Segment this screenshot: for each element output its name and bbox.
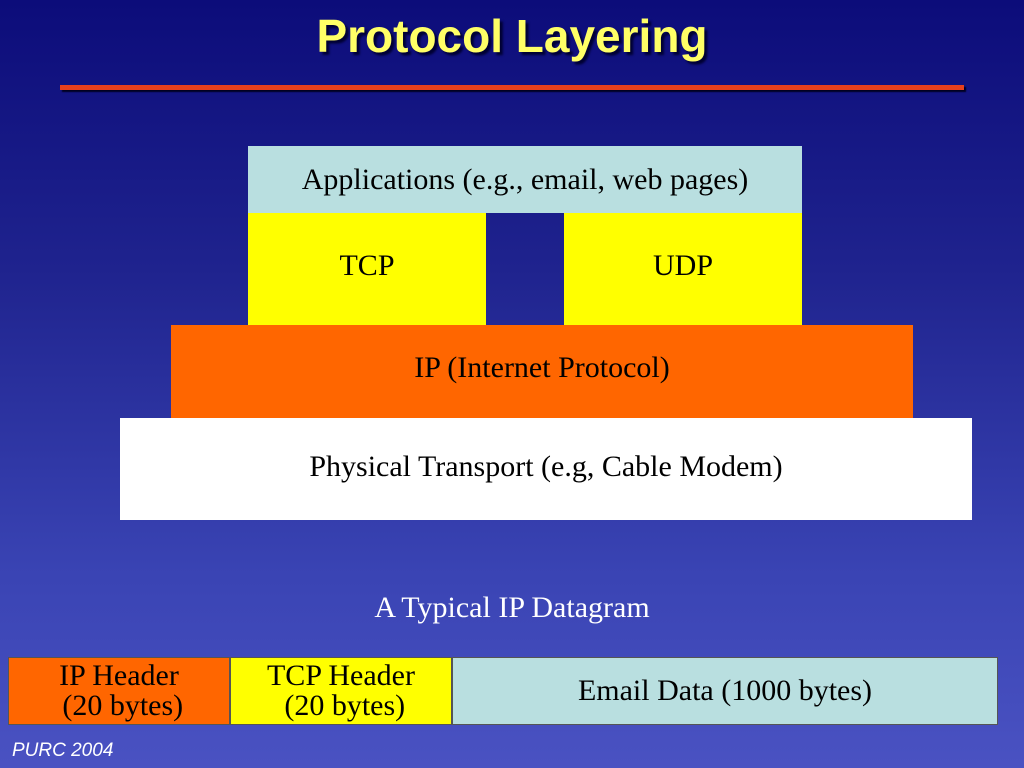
datagram-caption: A Typical IP Datagram [374, 591, 650, 624]
layer-udp: UDP [564, 213, 802, 325]
datagram-ip-header: IP Header (20 bytes) [8, 657, 230, 725]
tcp-header-size: (20 bytes) [276, 689, 406, 722]
slide-title: Protocol Layering [316, 10, 708, 62]
tcp-header-label: TCP Header [266, 659, 415, 692]
title-underline [60, 85, 964, 90]
layer-physical-transport: Physical Transport (e.g, Cable Modem) [120, 418, 972, 520]
datagram-email-data: Email Data (1000 bytes) [452, 657, 998, 725]
ip-header-label: IP Header [59, 659, 179, 692]
datagram-tcp-header: TCP Header (20 bytes) [230, 657, 452, 725]
footer-text: PURC 2004 [12, 740, 114, 761]
layer-ip: IP (Internet Protocol) [171, 325, 913, 418]
layer-applications: Applications (e.g., email, web pages) [248, 146, 802, 213]
ip-header-size: (20 bytes) [54, 689, 184, 722]
layer-tcp: TCP [248, 213, 486, 325]
